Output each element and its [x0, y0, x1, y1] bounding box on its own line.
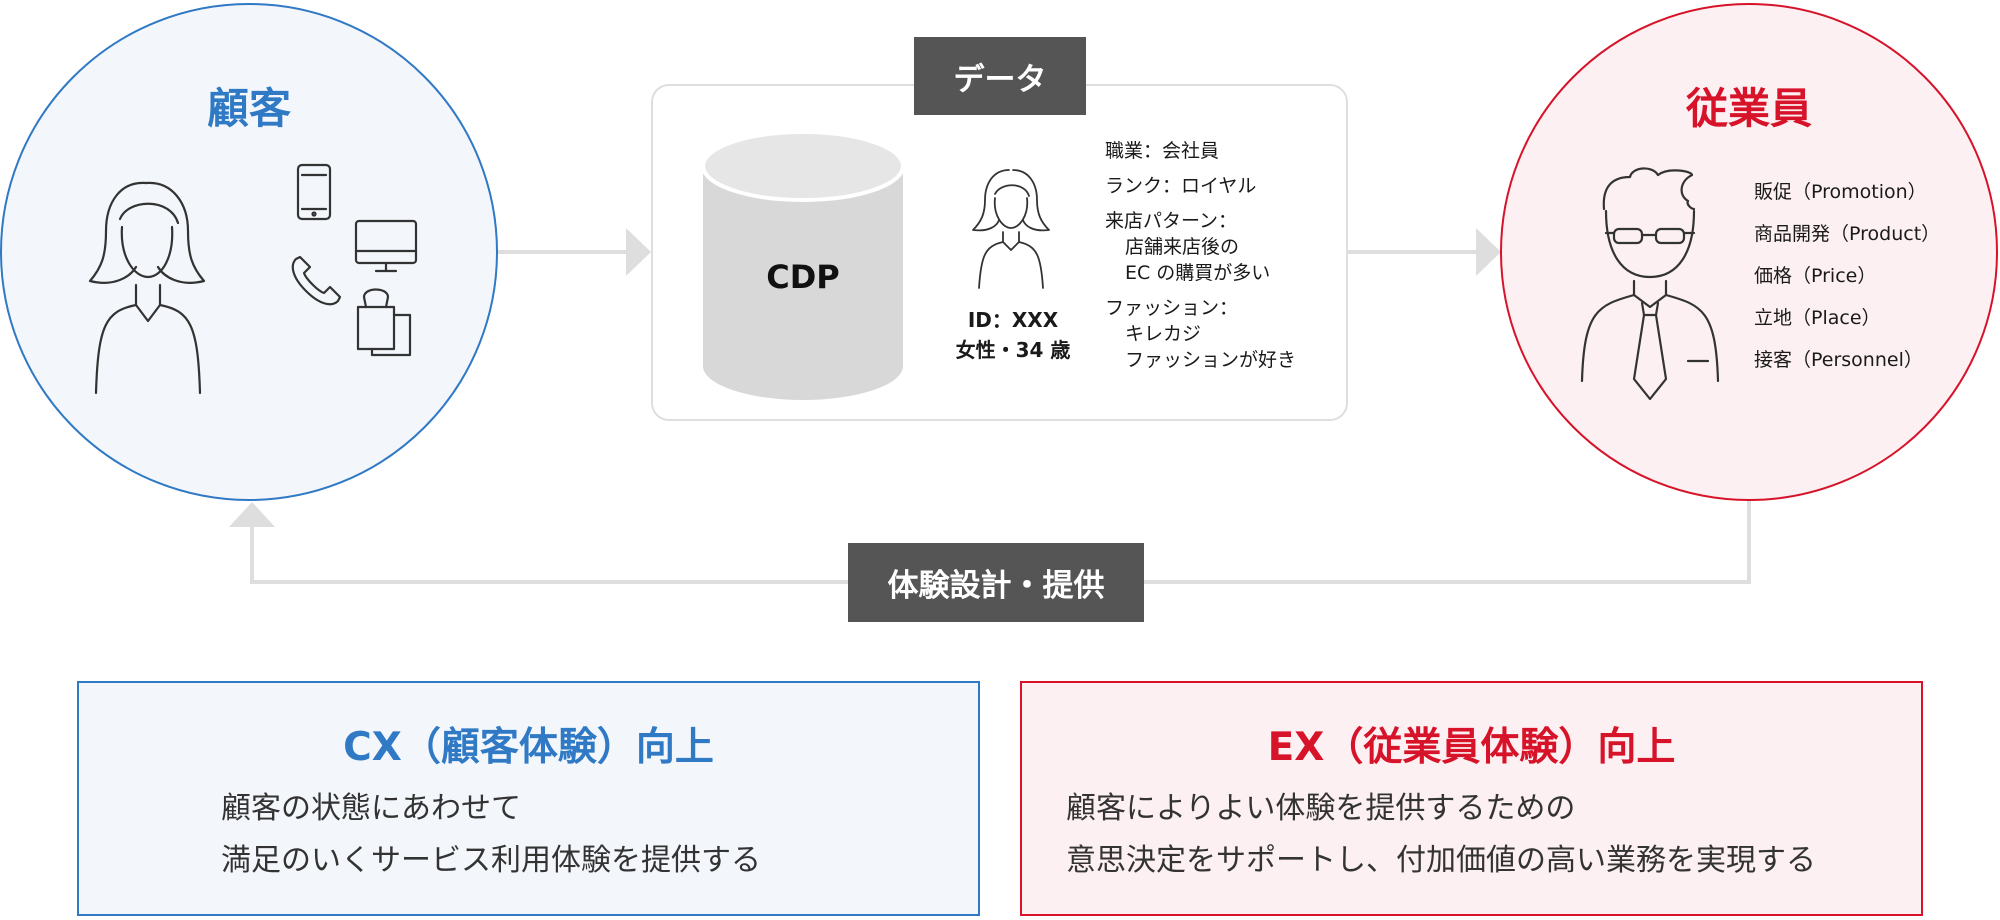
employee-item-product: 商品開発（Product）: [1754, 223, 1941, 245]
ex-title: EX（従業員体験）向上: [1267, 725, 1676, 770]
ex-description: 顧客によりよい体験を提供するための 意思決定をサポートし、付加価値の高い業務を実…: [1066, 783, 1816, 887]
employee-item-personnel: 接客（Personnel）: [1754, 349, 1923, 371]
smartphone-icon: [296, 163, 332, 221]
phone-handset-icon: [291, 255, 342, 306]
cx-title: CX（顧客体験）向上: [343, 725, 714, 770]
data-tag: データ: [914, 37, 1086, 115]
employee-illustration: [1580, 167, 1720, 401]
person-male-businessman-icon: [1580, 167, 1720, 401]
cx-description-line2: 満足のいくサービス利用体験を提供する: [221, 843, 761, 878]
profile-fashion-line2: ファッションが好き: [1125, 349, 1297, 371]
customer-title: 顧客: [206, 84, 291, 133]
profile-rank: ランク：ロイヤル: [1105, 175, 1257, 197]
ex-box: EX（従業員体験）向上 顧客によりよい体験を提供するための 意思決定をサポートし…: [1020, 681, 1923, 916]
employee-title: 従業員: [1685, 84, 1812, 133]
employee-item-place: 立地（Place）: [1754, 307, 1881, 329]
ex-description-line2: 意思決定をサポートし、付加価値の高い業務を実現する: [1066, 843, 1816, 878]
profile-id: ID：XXX: [967, 308, 1059, 332]
profile-occupation: 職業：会社員: [1105, 140, 1220, 162]
employee-item-promotion: 販促（Promotion）: [1754, 181, 1927, 203]
cx-description-line1: 顧客の状態にあわせて: [221, 791, 521, 826]
ex-description-line1: 顧客によりよい体験を提供するための: [1066, 791, 1576, 826]
cx-box: CX（顧客体験）向上 顧客の状態にあわせて 満足のいくサービス利用体験を提供する: [77, 681, 980, 916]
cx-description: 顧客の状態にあわせて 満足のいくサービス利用体験を提供する: [221, 783, 761, 887]
database-cylinder-icon: [701, 130, 905, 400]
employee-circle: 従業員 販促（Promotion） 商品開発（Product） 価格（Price…: [1500, 3, 1998, 501]
profile-attributes: 職業：会社員 ランク：ロイヤル 来店パターン： 店舗来店後の EC の購買が多い…: [1105, 138, 1296, 373]
feedback-loop-arrowhead: [229, 502, 275, 527]
experience-design-tag: 体験設計・提供: [848, 543, 1144, 622]
shopping-bag-icon: [356, 288, 412, 357]
data-panel: CDP ID：XXX 女性・34 歳 職業：会社員 ランク：ロイヤル 来店パター…: [651, 84, 1348, 421]
arrow-data-to-employee-head: [1476, 228, 1501, 276]
employee-items: 販促（Promotion） 商品開発（Product） 価格（Price） 立地…: [1754, 171, 1940, 381]
profile-visit-pattern-line2: EC の購買が多い: [1125, 262, 1271, 284]
profile-visit-pattern-line1: 店舗来店後の: [1125, 236, 1240, 258]
profile-fashion-line1: キレカジ: [1125, 323, 1202, 345]
profile-fashion-label: ファッション：: [1105, 297, 1239, 319]
arrow-customer-to-data-head: [626, 228, 651, 276]
person-female-icon: [88, 181, 206, 395]
profile-visit-pattern-label: 来店パターン：: [1105, 210, 1238, 232]
profile-demographic: 女性・34 歳: [955, 338, 1071, 362]
profile-person-icon: [972, 169, 1050, 289]
desktop-monitor-icon: [354, 219, 418, 273]
employee-item-price: 価格（Price）: [1754, 265, 1877, 287]
database-label: CDP: [766, 258, 840, 296]
customer-circle: 顧客: [0, 3, 498, 501]
customer-illustration: [88, 163, 418, 395]
